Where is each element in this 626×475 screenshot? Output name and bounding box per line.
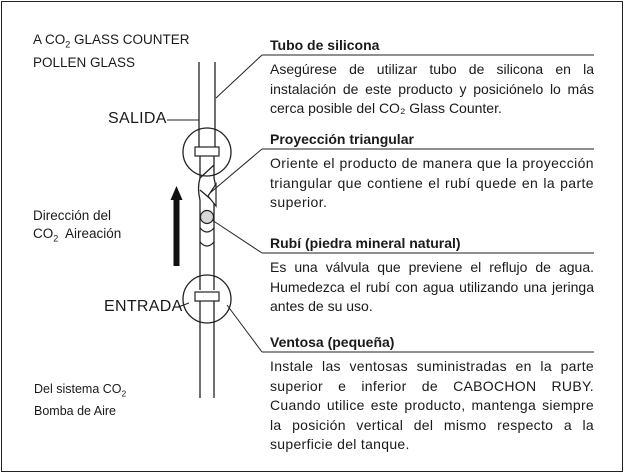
- callout-lines: [167, 54, 594, 353]
- outlet-label: SALIDA: [108, 110, 167, 127]
- section-body-triangular-projection: Oriente el producto de manera que la pro…: [270, 155, 594, 210]
- section-body-suction-cup: Instale las ventosas suministradas en la…: [270, 358, 594, 452]
- source-label: Del sistema CO2 Bomba de Aire: [34, 382, 127, 418]
- section-title-silicone-tube: Tubo de silicona: [270, 37, 380, 53]
- lower-clip: [194, 291, 220, 302]
- section-title-suction-cup: Ventosa (pequeña): [270, 334, 395, 350]
- section-body-ruby: Es una válvula que previene el reflujo d…: [270, 259, 594, 314]
- direction-label: Dirección del CO2 Aireación: [33, 208, 122, 244]
- section-title-triangular-projection: Proyección triangular: [270, 131, 414, 147]
- triangular-projection: [207, 182, 217, 208]
- upper-suction-cup: [182, 127, 232, 177]
- lower-tube: [199, 301, 215, 398]
- section-body-silicone-tube: Asegúrese de utilizar tubo de silicona e…: [270, 61, 594, 116]
- lower-suction-cup: [182, 274, 232, 324]
- section-title-ruby: Rubí (piedra mineral natural): [270, 235, 461, 251]
- flow-arrow: [170, 186, 183, 266]
- inlet-label: ENTRADA: [104, 298, 183, 315]
- product-name-label: A CO2 GLASS COUNTER POLLEN GLASS: [33, 32, 190, 70]
- upper-clip: [194, 146, 220, 157]
- upper-tube: [198, 62, 216, 148]
- ruby-stone: [199, 209, 215, 225]
